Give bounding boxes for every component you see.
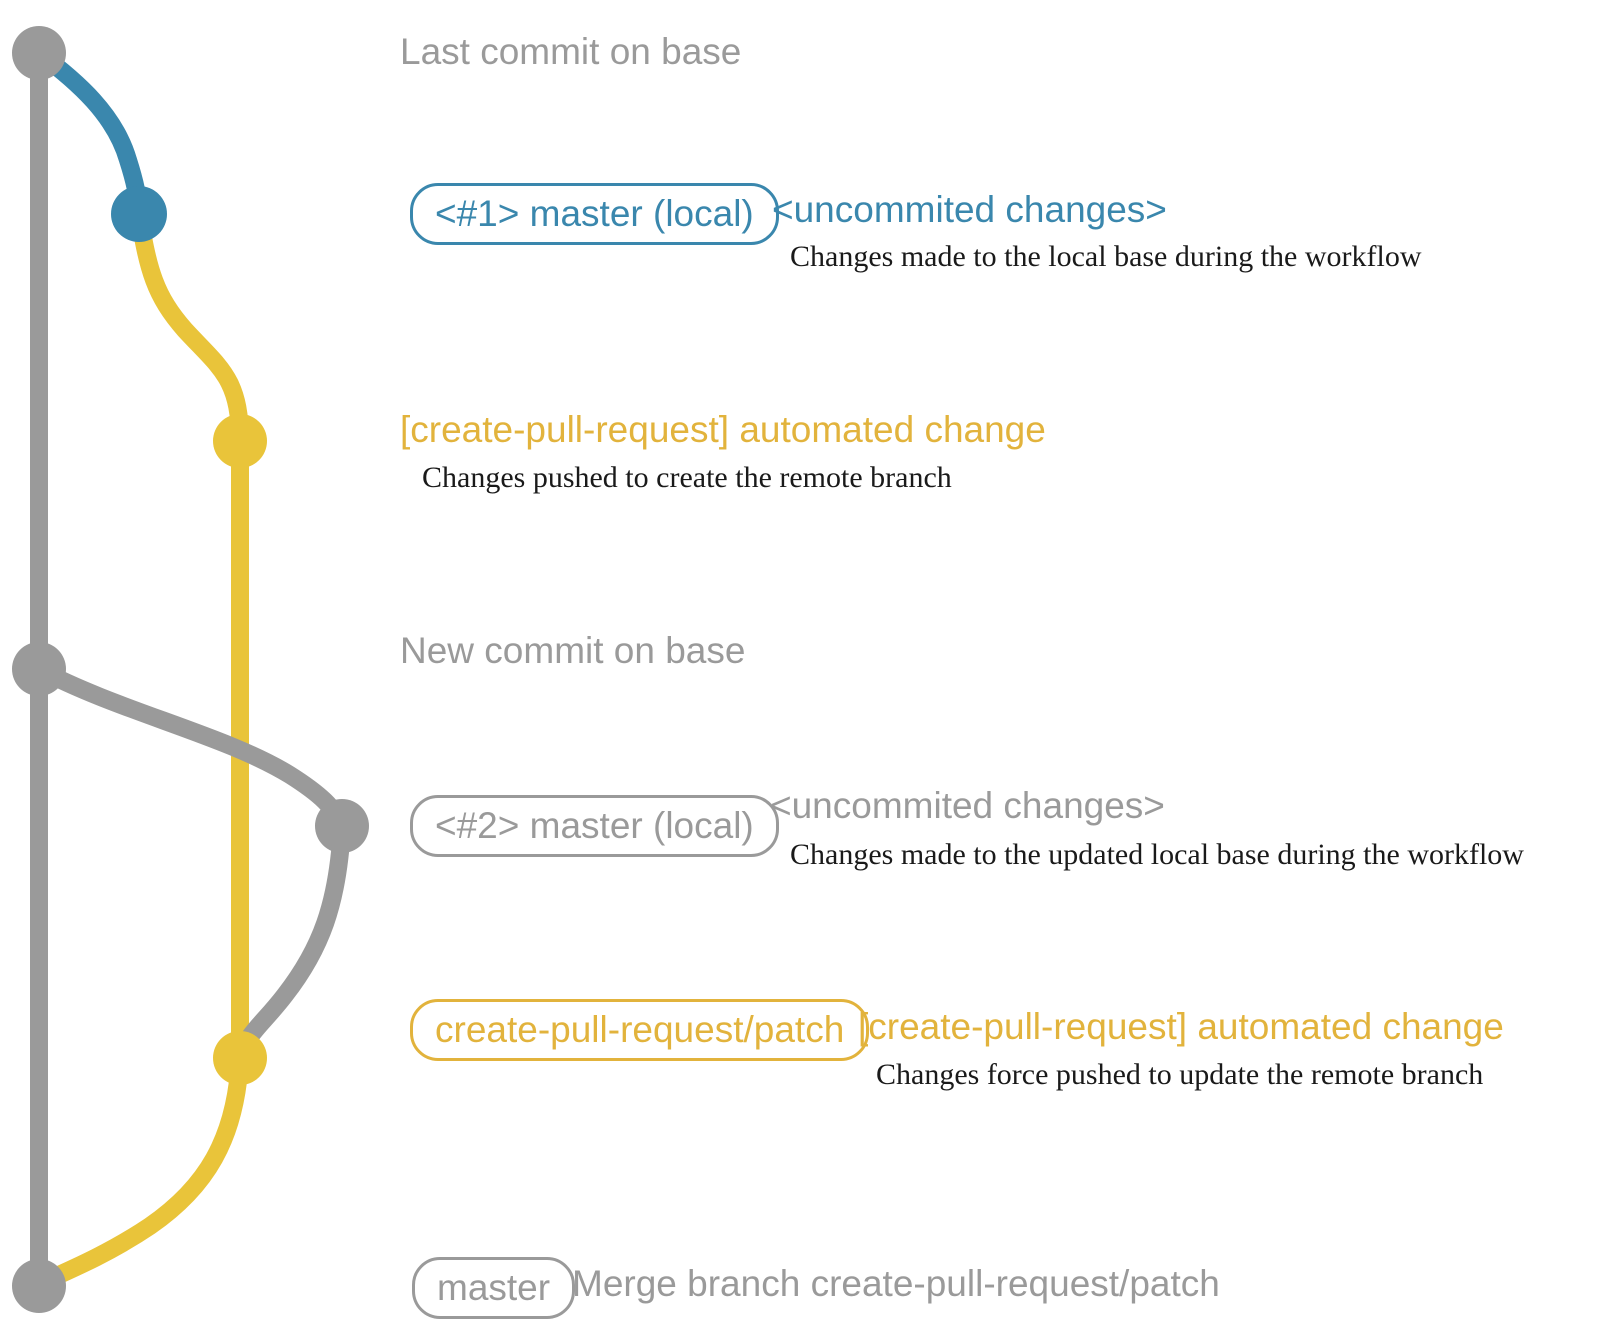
patch-branch-curve-1: [130, 205, 249, 450]
commit-merge: [12, 1259, 66, 1313]
commit-patch-2: [213, 1031, 267, 1085]
label-uncommitted-changes-1: <uncommited changes>: [772, 189, 1167, 230]
desc-push-create-remote-branch: Changes pushed to create the remote bran…: [422, 461, 952, 494]
label-merge-branch: Merge branch create-pull-request/patch: [572, 1263, 1220, 1304]
commit-graph: [12, 26, 369, 1313]
patch-merge-curve: [32, 1049, 249, 1292]
commit-local-2: [315, 799, 369, 853]
local-branch-curve-2: [30, 660, 351, 835]
label-automated-change-1: [create-pull-request] automated change: [400, 409, 1046, 450]
badge-master: master: [412, 1257, 576, 1319]
label-last-commit-on-base: Last commit on base: [400, 31, 742, 72]
commit-last-commit-on-base: [12, 26, 66, 80]
force-push-curve: [232, 817, 351, 1065]
label-automated-change-2: [create-pull-request] automated change: [858, 1006, 1504, 1047]
commit-patch-1: [213, 414, 267, 468]
badge-create-pull-request-patch: create-pull-request/patch: [410, 999, 870, 1061]
desc-force-push-remote-branch: Changes force pushed to update the remot…: [876, 1058, 1484, 1091]
label-uncommitted-changes-2: <uncommited changes>: [770, 785, 1165, 826]
badge-master-local-1: <#1> master (local): [410, 183, 779, 245]
desc-local-base-changes-2: Changes made to the updated local base d…: [790, 838, 1524, 871]
label-new-commit-on-base: New commit on base: [400, 630, 746, 671]
commit-new-commit-on-base: [12, 642, 66, 696]
commit-local-1: [111, 186, 167, 242]
badge-master-local-2: <#2> master (local): [410, 795, 779, 857]
local-branch-curve-1: [30, 44, 148, 223]
desc-local-base-changes-1: Changes made to the local base during th…: [790, 240, 1422, 273]
